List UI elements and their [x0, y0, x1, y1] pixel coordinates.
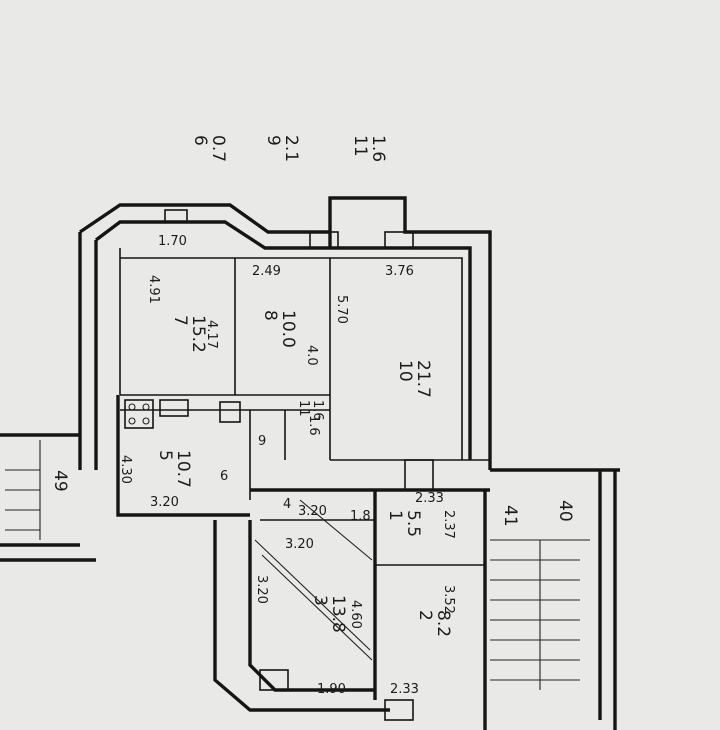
dimension: 5.70	[334, 295, 349, 324]
boiler-icon	[219, 401, 241, 423]
legend-area: 1.6	[368, 135, 388, 162]
room-number: 11	[296, 400, 311, 417]
left-stair-treads	[5, 440, 41, 540]
windows	[164, 209, 434, 721]
room-number: 6	[220, 469, 228, 484]
room5-wall	[116, 395, 250, 517]
room-number: 5	[155, 450, 175, 461]
room-number: 7	[170, 315, 190, 326]
room-area: 10.7	[173, 450, 193, 488]
dimension: 2.33	[415, 491, 444, 506]
dimension: 2.33	[390, 682, 419, 697]
room-area: 1.6	[310, 400, 325, 421]
legend-number: 9	[263, 135, 283, 146]
room-number: 8	[260, 310, 280, 321]
dimension: 1.6	[306, 415, 321, 436]
dimension-labels: 1.70 4.91 4.17 2.49 4.0 3.76 5.70 1.6 4.…	[118, 234, 456, 697]
room-number: 9	[258, 434, 266, 449]
room-number: 10	[395, 360, 415, 382]
room-area: 10.0	[278, 310, 298, 348]
bay-wall	[78, 203, 330, 470]
dimension: 1.90	[317, 682, 346, 697]
stove-icon	[124, 399, 154, 429]
dimension: 1.8	[350, 509, 371, 524]
room-area: 13.8	[328, 595, 348, 633]
window-1	[164, 209, 188, 223]
room-area: 8.2	[433, 610, 453, 637]
room-area: 21.7	[413, 360, 433, 398]
dimension: 4.91	[146, 275, 161, 304]
legend-number: 6	[190, 135, 210, 146]
burner-4	[142, 417, 150, 425]
stair-number: 41	[500, 505, 520, 527]
window-5	[259, 669, 289, 691]
dimension: 4.0	[304, 345, 319, 366]
kitchen-fixtures	[124, 399, 241, 429]
window-4	[404, 459, 434, 491]
room-area: 15.2	[188, 315, 208, 353]
room-number: 3	[310, 595, 330, 606]
burner-1	[128, 403, 136, 411]
legend-area: 0.7	[208, 135, 228, 162]
dimension: 2.49	[252, 264, 281, 279]
legend: 11 1.6 9 2.1 6 0.7	[190, 135, 388, 162]
upper-room-walls	[119, 248, 463, 460]
stair-number: 49	[50, 470, 70, 492]
dimension: 3.20	[254, 575, 269, 604]
dimension: 3.76	[385, 264, 414, 279]
room-number: 2	[415, 610, 435, 621]
kitchen-separator	[120, 394, 330, 411]
room3-hatch	[254, 499, 373, 661]
dimension: 3.52	[441, 585, 456, 614]
dimension: 3.20	[150, 495, 179, 510]
stair-labels: 49 41 40	[50, 470, 575, 527]
dimension: 2.37	[441, 510, 456, 539]
legend-number: 11	[350, 135, 370, 157]
window-6	[384, 699, 414, 721]
burner-3	[128, 417, 136, 425]
legend-area: 2.1	[281, 135, 301, 162]
window-2	[309, 231, 339, 249]
room-labels: 7 15.2 8 10.0 10 21.7 5 10.7 11 1.6 9 6 …	[155, 310, 453, 637]
right-stair-walls	[490, 468, 620, 730]
dimension: 3.20	[298, 504, 327, 519]
room-number: 4	[283, 497, 291, 512]
sink-icon	[159, 399, 189, 417]
burner-2	[142, 403, 150, 411]
dimension: 3.20	[285, 537, 314, 552]
window-3	[384, 231, 414, 249]
lower-partitions	[260, 519, 485, 566]
right-stair-treads	[490, 539, 590, 690]
lower-walls	[213, 488, 490, 730]
room-number: 1	[385, 510, 405, 521]
left-corridor	[0, 433, 96, 562]
dimension: 4.60	[348, 600, 363, 629]
stair-number: 40	[555, 500, 575, 522]
dimension: 4.30	[118, 455, 133, 484]
dimension: 4.17	[204, 320, 219, 349]
room-area: 5.5	[403, 510, 423, 537]
dimension: 1.70	[158, 234, 187, 249]
